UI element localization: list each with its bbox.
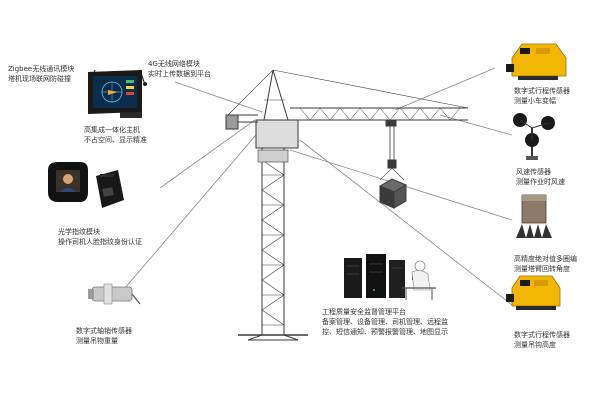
travel-sensor-icon	[506, 43, 567, 80]
slew-label: 高精度绝对值多圈编 测量塔臂回转角度	[514, 255, 577, 273]
zigbee-label: Zigbee无线通讯模块 塔机现场联网防碰撞	[8, 65, 75, 83]
monitor-host-icon	[88, 70, 142, 118]
server-rack-icon	[344, 254, 405, 298]
operator-desk-icon	[402, 260, 436, 300]
tower-crane-icon	[225, 69, 469, 341]
leader-lines	[124, 67, 513, 306]
host-label: 高集成一体化主机 不占空间、显示精准	[84, 126, 147, 144]
travel-trolley-label: 数字式行程传感器 测量小车变幅	[514, 87, 570, 105]
wind-label: 风速传感器 测量作业时风速	[516, 168, 565, 186]
wireless-4g-label: 4G无线网络模块 实时上传数据到平台	[148, 60, 211, 78]
anemometer-icon	[513, 113, 555, 160]
load-cell-label: 数字式轴销传感器 测量吊物重量	[76, 327, 132, 345]
travel-hook-label: 数字式行程传感器 测量吊钩高度	[514, 331, 570, 349]
load-pin-icon	[88, 283, 141, 305]
fingerprint-scanner-icon	[48, 162, 124, 208]
platform-label: 工程质量安全监督管理平台 备案管理、设备管理、司机管理、远程监 控、短信通知、预…	[322, 308, 448, 336]
travel-sensor-icon	[506, 275, 561, 310]
encoder-icon	[516, 194, 552, 238]
fingerprint-label: 光学指纹模块 操作司机人脸指纹身份认证	[58, 228, 142, 246]
